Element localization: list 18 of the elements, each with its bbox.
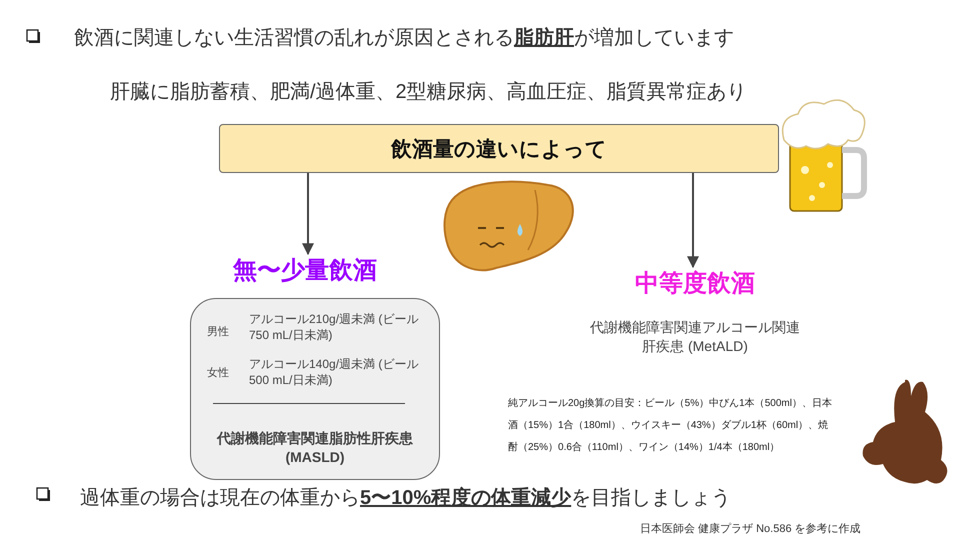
sex-label: 女性 [207,366,230,380]
arrow [687,173,699,268]
info-panel [190,298,440,480]
category-title: 無〜少量飲酒 [232,256,378,286]
header-box [219,124,779,173]
category-title: 中等度飲酒 [634,269,756,299]
threshold-text: アルコール140g/週未満 (ビール 500 mL/日未満) [249,356,420,388]
source-note: 日本医師会 健康プラザ No.586 を参考に作成 [640,522,862,536]
disease-name: 代謝機能障害関連脂肪性肝疾患 (MASLD) [216,429,414,467]
arrow [302,173,314,256]
note-text: 肝臓に脂肪蓄積、肥満/過体重、2型糖尿病、高血圧症、脂質異常症あり [110,80,748,105]
note-text: 純アルコール20g換算の目安：ビール（5%）中びん1本（500ml）、日本酒（15%）1合（180ml）、ウイスキー（43%）ダブル1杯（60ml）、焼酎（25%）0.6合（110ml）、ワイン（14%）1/4本（180ml） [508,396,833,455]
header-text: 飲酒量の違いによって [390,136,608,162]
sex-label: 男性 [207,325,230,339]
disease-name: 代謝機能障害関連アルコール関連肝疾患 (MetALD) [589,318,801,356]
bullet-text: 過体重の場合は現在の体重から5〜10%程度の体重減少を目指しましょう [80,486,732,511]
bullet-text: 飲酒に関連しない生活習慣の乱れが原因とされる脂肪肝が増加しています [74,26,735,51]
threshold-text: アルコール210g/週未満 (ビール 750 mL/日未満) [249,311,420,343]
